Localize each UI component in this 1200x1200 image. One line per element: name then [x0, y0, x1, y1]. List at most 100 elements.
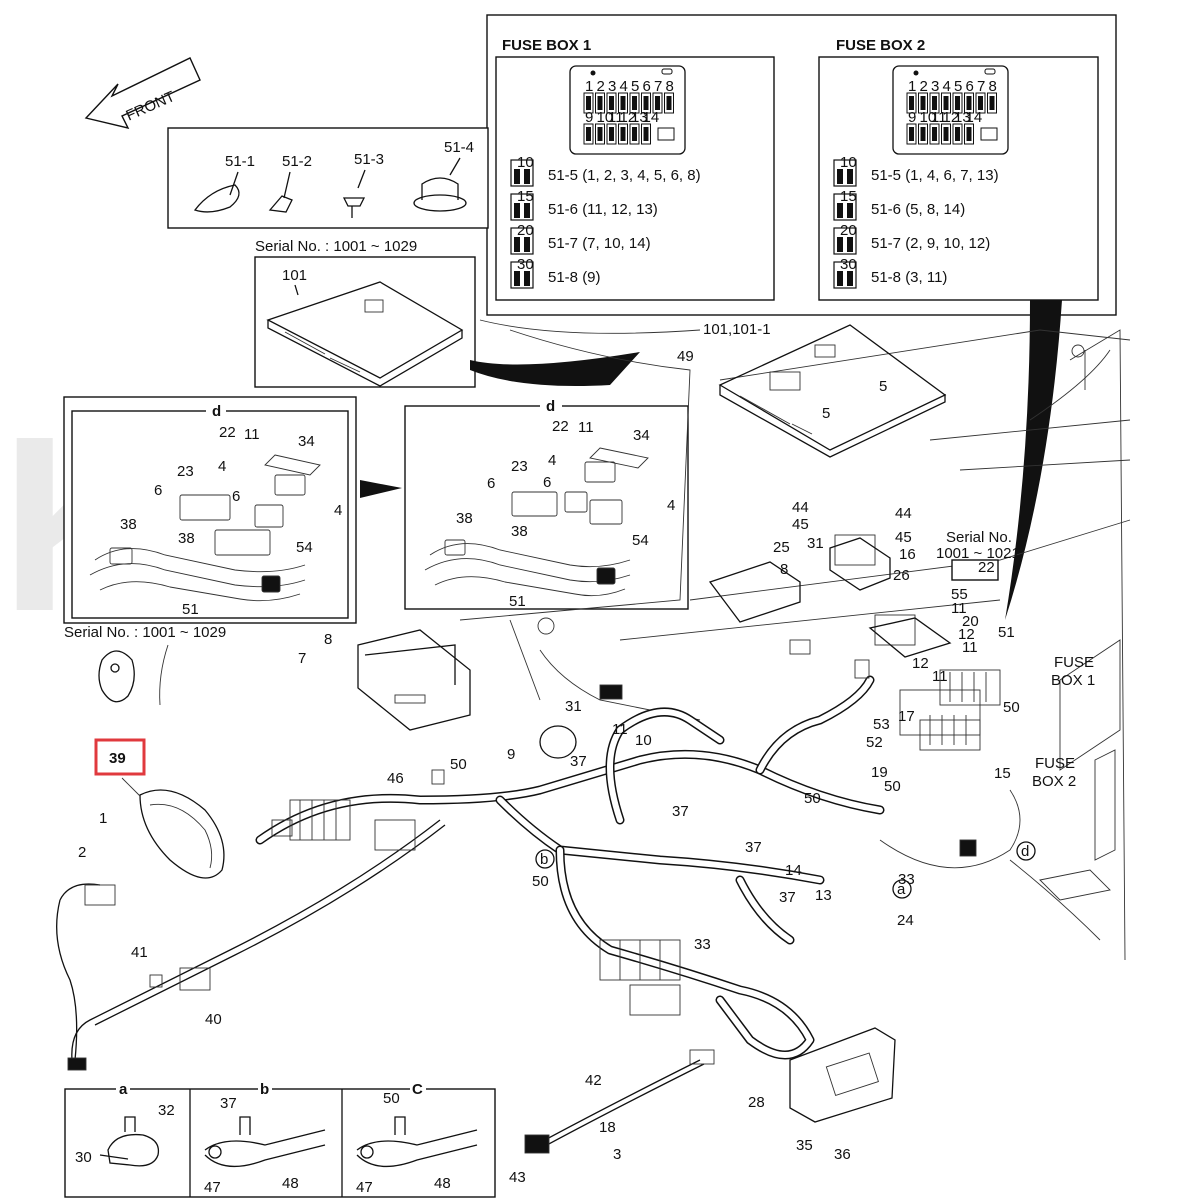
fuse-legend-text: 51-5 (1, 4, 6, 7, 13): [871, 167, 999, 184]
inset-b-47: 47: [204, 1179, 221, 1196]
inset-a-title: a: [119, 1081, 128, 1098]
fuse-slot-number: 12: [620, 109, 637, 126]
fuse-legend-text: 51-5 (1, 2, 3, 4, 5, 6, 8): [548, 167, 701, 184]
part-label-11: 11: [612, 721, 628, 738]
part-label-45: 45: [895, 529, 912, 546]
fuse-slot-number: 13: [954, 109, 971, 126]
inset-c-title: C: [412, 1081, 423, 1098]
part-label-12: 12: [912, 655, 929, 672]
fuse-blade: [655, 96, 660, 110]
detail-d-left-part-label: 4: [218, 458, 226, 475]
part-label-37: 37: [570, 753, 587, 770]
part-label-9: 9: [507, 746, 515, 763]
part-label-43: 43: [509, 1169, 526, 1186]
part-label-24: 24: [897, 912, 914, 929]
detail-d-right-part-label: 51: [509, 593, 526, 610]
buzzer-9: [539, 725, 577, 759]
part-label-3: 3: [613, 1146, 621, 1163]
part-label-50: 50: [804, 790, 821, 807]
part-label-19: 19: [871, 764, 888, 781]
fuse-slot-number: 3: [931, 78, 939, 95]
fuse-legend-text: 51-6 (5, 8, 14): [871, 201, 965, 218]
fuse-slot-number: 10: [597, 109, 614, 126]
detail-d-left-part-label: 51: [182, 601, 199, 618]
inset-c-48: 48: [434, 1175, 451, 1192]
part-label-42: 42: [585, 1072, 602, 1089]
fuse-blade: [966, 96, 972, 110]
fuse-amp-label: 30: [517, 256, 534, 273]
callout-a-main: a: [897, 881, 906, 898]
label-51-1: 51-1: [225, 153, 255, 170]
part-label-41: 41: [131, 944, 148, 961]
detail-d-left-part-label: 34: [298, 433, 315, 450]
part-label-28: 28: [748, 1094, 765, 1111]
detail-d-right-part-label: 6: [487, 475, 495, 492]
callout-wedge-ecu: [470, 352, 640, 386]
ecu-inset: 101: [254, 256, 476, 388]
connectors: [67, 534, 1001, 1154]
fuse-box-2-callout-l1: FUSE: [1035, 755, 1075, 772]
relay-16: [829, 537, 891, 591]
detail-d-right-part-label: 23: [511, 458, 528, 475]
fuse-box-1-callout-l1: FUSE: [1054, 654, 1094, 671]
label-39-highlight: 39: [109, 750, 126, 767]
detail-d-right-part-label: 38: [456, 510, 473, 527]
detail-d-right-part-label: 54: [632, 532, 649, 549]
grommet-51-4-shape: [413, 194, 467, 212]
front-arrow: FRONT: [84, 57, 201, 130]
detail-d-left-part-label: 22: [219, 424, 236, 441]
fuse-blade: [609, 96, 614, 110]
label-51-4: 51-4: [444, 139, 474, 156]
part-label-17: 17: [898, 708, 915, 725]
fuse-blade: [632, 96, 637, 110]
detail-d-right-part-label: 6: [543, 474, 551, 491]
fuse-slot-number: 1: [908, 78, 916, 95]
detail-d-right-title: d: [546, 398, 555, 415]
part-label-45: 45: [792, 516, 809, 533]
detail-d-left-part-label: 11: [244, 426, 260, 443]
inset-a-30: 30: [75, 1149, 92, 1166]
part-label-18: 18: [599, 1119, 616, 1136]
detail-d-left-title: d: [212, 403, 221, 420]
fuse-box-1-callout-l2: BOX 1: [1051, 672, 1095, 689]
fuse-blade: [932, 96, 937, 110]
detail-d-left-part-label: 38: [120, 516, 137, 533]
part-label-31: 31: [807, 535, 824, 552]
part-label-11: 11: [962, 639, 978, 656]
part-label-26: 26: [893, 567, 910, 584]
fuse-blade: [909, 96, 914, 110]
fuse-box-2-callout-l2: BOX 2: [1032, 773, 1076, 790]
fuse-blade: [920, 96, 926, 110]
fuse-box-1-title: FUSE BOX 1: [502, 37, 591, 54]
grommet-ring: [98, 650, 135, 703]
bracket-8-25: [708, 561, 801, 623]
part-label-25: 25: [773, 539, 790, 556]
fuse-blade: [955, 127, 960, 141]
fuse-blade: [909, 127, 914, 141]
fuse-amp-label: 10: [517, 154, 534, 171]
part-label-44: 44: [792, 499, 809, 516]
detail-d-right-part-label: 38: [511, 523, 528, 540]
bottom-insets: a b C 32 30 37 47 48 50 47 48: [64, 1081, 496, 1198]
ecu-inset-label: 101: [282, 267, 307, 284]
inset-a-32: 32: [158, 1102, 175, 1119]
inset-b-title: b: [260, 1081, 269, 1098]
fuse-slot-number: 10: [920, 109, 937, 126]
clip-51-2-shape: [268, 195, 293, 213]
detail-d-right-part-label: 4: [667, 497, 675, 514]
detail-d-left-part-label: 38: [178, 530, 195, 547]
fuse-legend-text: 51-7 (2, 9, 10, 12): [871, 235, 990, 252]
part-label-52: 52: [866, 734, 883, 751]
fuse-blade: [620, 96, 626, 110]
serial-note-right-l2: 1001 ~ 1021: [936, 545, 1020, 562]
detail-d-right-part-label: 22: [552, 418, 569, 435]
label-51-3: 51-3: [354, 151, 384, 168]
fuse-blade: [932, 127, 937, 141]
fuse-blade: [597, 96, 603, 110]
